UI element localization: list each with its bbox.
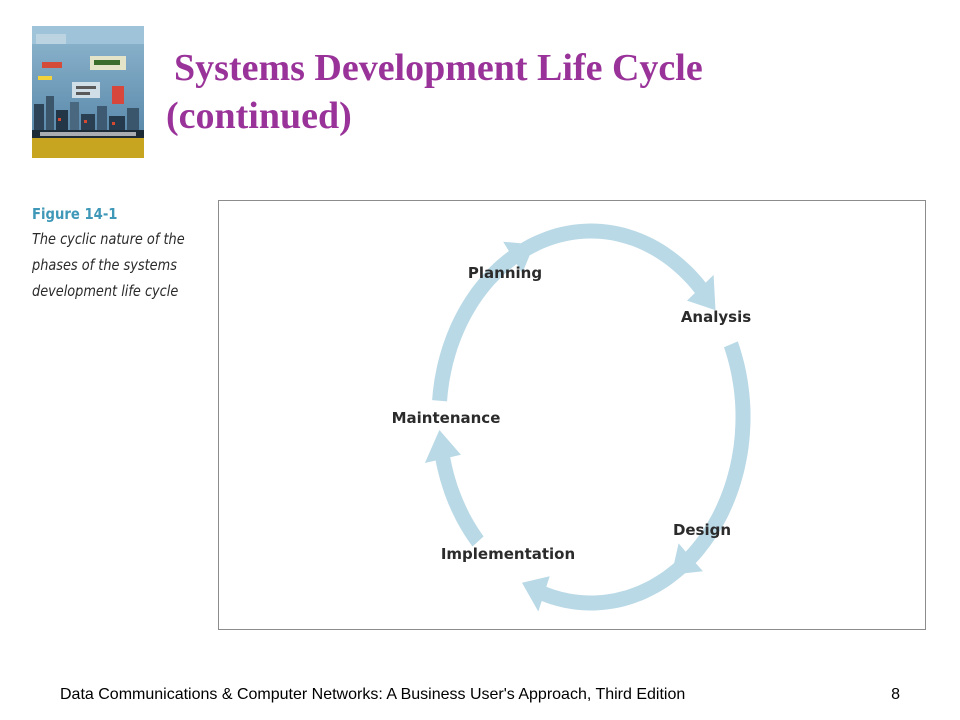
phase-label-analysis: Analysis — [681, 308, 751, 326]
page-number: 8 — [891, 686, 900, 703]
figure-caption-line: phases of the systems — [32, 256, 177, 274]
arrow-planning-to-analysis — [492, 223, 716, 311]
figure-caption-line: development life cycle — [32, 282, 179, 300]
sdlc-cycle-diagram: Planning Analysis Design Implementation … — [392, 223, 751, 612]
book-cover-illustration-icon — [32, 26, 144, 158]
figure-caption: Figure 14-1 The cyclic nature of the pha… — [32, 202, 212, 304]
slide-title-line-1: Systems Development Life Cycle — [174, 47, 703, 89]
phase-label-implementation: Implementation — [441, 545, 575, 563]
phase-label-maintenance: Maintenance — [392, 409, 501, 427]
figure-number: Figure 14-1 — [32, 205, 118, 223]
phase-label-design: Design — [673, 521, 731, 539]
arrow-design-to-implementation — [522, 541, 706, 612]
arrow-implementation-to-maintenance — [424, 430, 484, 547]
book-cover-image — [32, 26, 144, 158]
footer-text: Data Communications & Computer Networks:… — [60, 686, 686, 703]
cycle-arrows — [424, 223, 751, 612]
arrow-maintenance-to-planning — [432, 241, 535, 402]
arrow-analysis-to-design — [671, 341, 751, 575]
phase-label-planning: Planning — [468, 264, 542, 282]
slide-title-line-2: (continued) — [166, 95, 352, 137]
slide-title: Systems Development Life Cycle (continue… — [166, 44, 886, 140]
figure-frame: Planning Analysis Design Implementation … — [218, 200, 926, 630]
figure-caption-line: The cyclic nature of the — [32, 230, 185, 248]
